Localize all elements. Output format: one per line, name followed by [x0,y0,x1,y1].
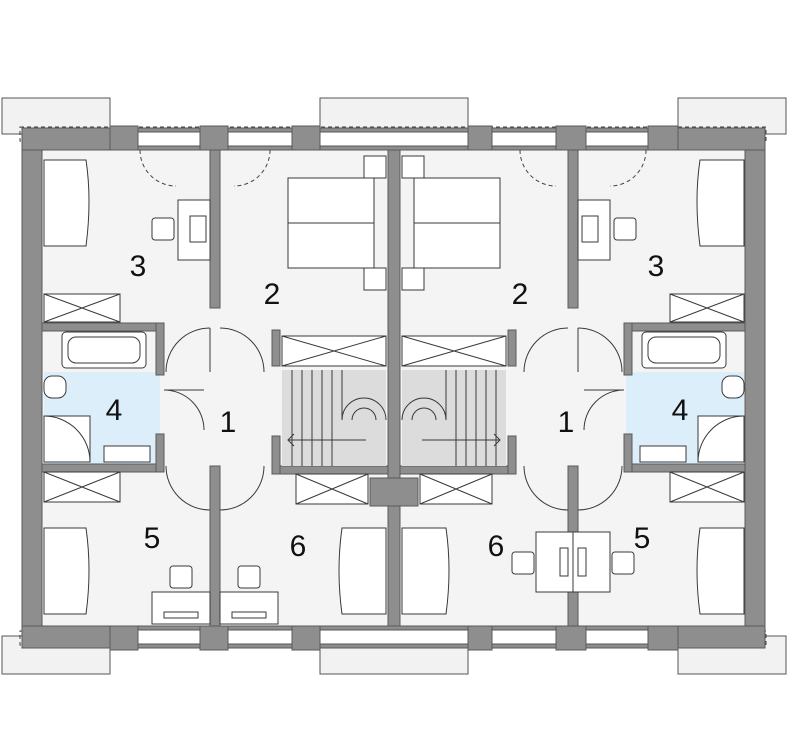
room-label-bedroom-c: 6 [488,530,505,563]
bathroom-fixtures [43,331,745,463]
desks [151,199,637,625]
room-labels-right: 1 2 3 4 5 6 [488,250,689,563]
beds [43,155,745,615]
wardrobes [43,293,745,505]
interior-walls [41,149,746,627]
staircase-left [282,370,387,466]
room-label-bathroom: 4 [106,394,123,427]
room-label-bathroom: 4 [672,394,689,427]
room-label-hall: 1 [220,406,237,439]
door-swings [139,149,647,511]
room-label-bedroom-main: 2 [264,278,281,311]
room-label-bedroom-b: 5 [144,522,161,555]
pillars [109,125,679,651]
room-label-bedroom-main: 2 [512,278,529,311]
room-labels-left: 1 2 3 4 5 6 [106,250,307,563]
room-label-bedroom-b: 5 [634,522,651,555]
room-label-hall: 1 [558,406,575,439]
room-label-bedroom-a: 3 [130,250,147,283]
staircase-right [401,370,506,466]
room-label-bedroom-a: 3 [648,250,665,283]
room-label-bedroom-c: 6 [290,530,307,563]
